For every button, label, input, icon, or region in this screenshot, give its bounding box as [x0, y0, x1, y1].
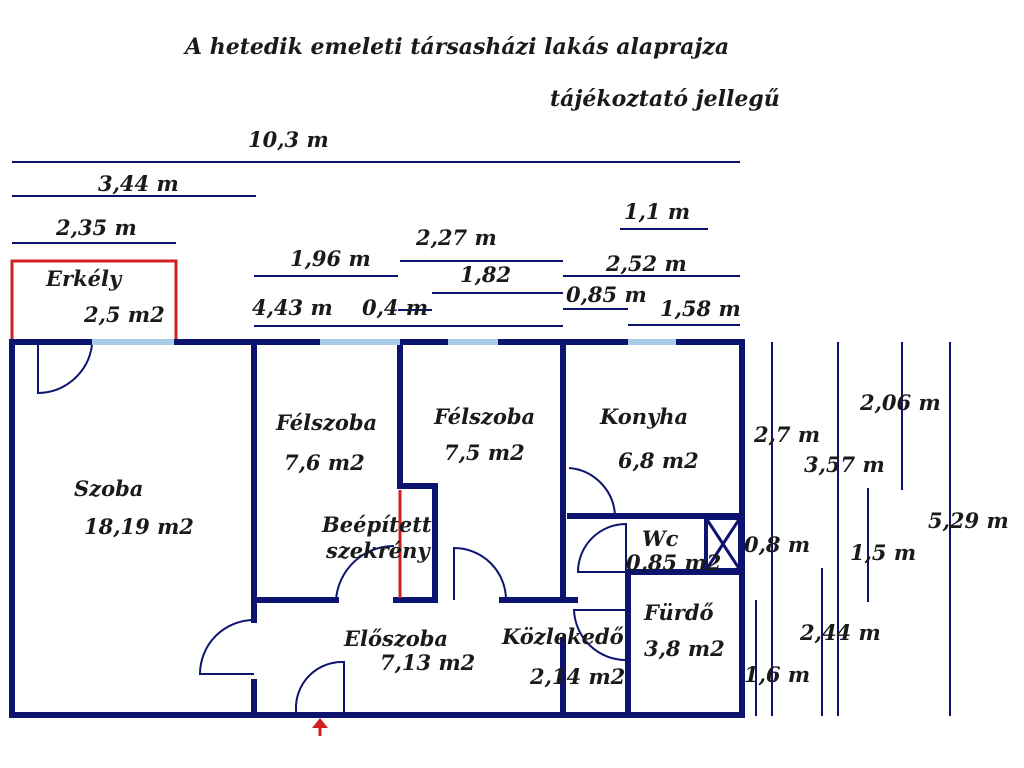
dim-158: 1,58 m [660, 296, 741, 321]
entrance-arrow-head [312, 718, 328, 728]
dim-235: 2,35 m [55, 215, 137, 240]
door-felszoba2 [453, 546, 507, 601]
plan-subtitle: tájékoztató jellegű [550, 86, 780, 112]
room-felszoba2-name: Félszoba [433, 404, 535, 429]
room-szoba-area: 18,19 m2 [84, 514, 194, 539]
room-erkely-area: 2,5 m2 [83, 302, 165, 327]
vertical-dimensions: 2,06 m 2,7 m 3,57 m 5,29 m 0,8 m 1,5 m 2… [744, 342, 1009, 716]
dim-182: 1,82 [460, 262, 511, 287]
dim-227: 2,27 m [415, 225, 497, 250]
room-kozlekedo-area: 2,14 m2 [529, 664, 625, 689]
room-beepitett-line2: szekrény [325, 538, 431, 563]
room-furdo-name: Fürdő [643, 600, 714, 625]
room-kozlekedo-name: Közlekedő [501, 624, 624, 649]
door-entrance [294, 660, 345, 713]
room-wc-area: 0,85 m2 [626, 550, 721, 575]
door-furdo [572, 609, 627, 661]
dim-total-width: 10,3 m [248, 127, 329, 152]
dim-27: 2,7 m [753, 422, 820, 447]
room-labels: Erkély 2,5 m2 Szoba 18,19 m2 Félszoba 7,… [45, 266, 725, 689]
wc-shaft-box [704, 516, 742, 572]
door-wc [576, 522, 627, 573]
room-wc-name: Wc [642, 526, 679, 551]
horizontal-dimensions: 10,3 m 3,44 m 2,35 m 1,1 m 2,27 m 1,96 m… [12, 127, 741, 327]
room-erkely-name: Erkély [45, 266, 123, 291]
dim-529: 5,29 m [928, 508, 1009, 533]
door-felszoba1 [335, 544, 395, 601]
door-konyha [568, 467, 616, 517]
dim-196: 1,96 m [290, 246, 371, 271]
entrance-arrow-icon [312, 718, 328, 736]
dim-252: 2,52 m [605, 251, 687, 276]
room-eloszoba-name: Előszoba [343, 626, 448, 651]
dim-08: 0,8 m [744, 532, 810, 557]
room-eloszoba-area: 7,13 m2 [380, 650, 475, 675]
dim-16: 1,6 m [744, 662, 810, 687]
wc-shaft [704, 516, 742, 572]
doors [37, 344, 627, 713]
dim-04: 0,4 m [362, 295, 428, 320]
plan-title: A hetedik emeleti társasházi lakás alapr… [183, 34, 729, 60]
room-felszoba1-area: 7,6 m2 [284, 450, 365, 475]
dim-085: 0,85 m [566, 282, 647, 307]
dim-357: 3,57 m [804, 452, 885, 477]
room-furdo-area: 3,8 m2 [644, 636, 725, 661]
dim-11: 1,1 m [624, 199, 690, 224]
room-felszoba1-name: Félszoba [275, 410, 377, 435]
door-balcony [37, 344, 93, 395]
balcony-outline [10, 259, 178, 342]
room-felszoba2-area: 7,5 m2 [444, 440, 525, 465]
room-szoba-name: Szoba [74, 476, 143, 501]
dim-443: 4,43 m [252, 295, 333, 320]
room-beepitett-line1: Beépített [321, 512, 432, 537]
room-konyha-name: Konyha [599, 404, 688, 429]
dim-344: 3,44 m [98, 171, 179, 196]
dim-206: 2,06 m [859, 390, 941, 415]
dim-244: 2,44 m [799, 620, 881, 645]
door-szoba [198, 619, 255, 675]
dim-15: 1,5 m [850, 540, 916, 565]
room-konyha-area: 6,8 m2 [618, 448, 699, 473]
wc-shaft-diag2 [704, 517, 742, 571]
